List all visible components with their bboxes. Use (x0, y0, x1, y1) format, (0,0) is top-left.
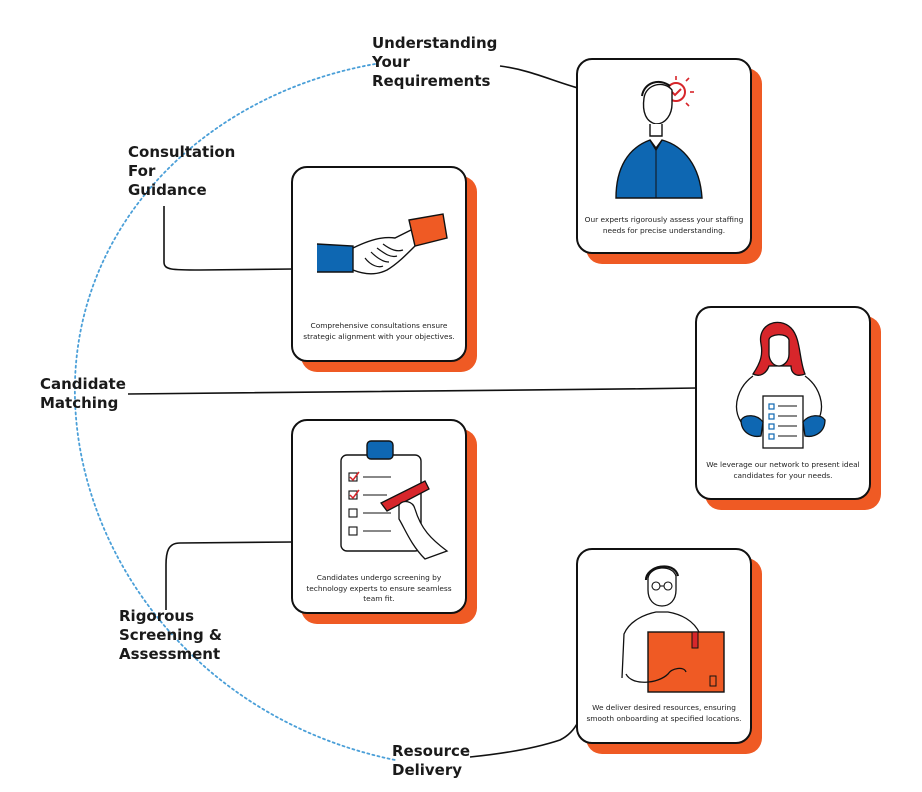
label-line: Resource (392, 742, 471, 760)
step-label-consultation: Consultation For Guidance (128, 143, 235, 200)
clipboard-checklist-icon (340, 440, 449, 560)
label-line: Understanding (372, 34, 498, 52)
card-description: Candidates undergo screening by technolo… (306, 573, 452, 603)
step-label-screening: Rigorous Screening & Assessment (119, 607, 222, 664)
label-line: Delivery (392, 761, 463, 779)
label-line: Candidate (40, 375, 126, 393)
dotted-process-arc (74, 63, 396, 761)
woman-with-checklist-icon (736, 321, 826, 449)
step-label-matching: Candidate Matching (40, 375, 126, 413)
man-carrying-box-icon (621, 565, 725, 693)
connector-consultation (163, 206, 294, 271)
card-understanding: Our experts rigorously assess your staff… (576, 58, 762, 264)
card-description: We deliver desired resources, ensuring s… (586, 703, 742, 723)
handshake-icon (316, 213, 448, 275)
connector-understanding (499, 65, 579, 89)
card-description: Our experts rigorously assess your staff… (584, 215, 744, 235)
card-delivery: We deliver desired resources, ensuring s… (576, 548, 762, 754)
person-with-target-icon (615, 76, 703, 199)
card-consultation: Comprehensive consultations ensure strat… (291, 166, 477, 372)
label-line: Requirements (372, 72, 491, 90)
connector-delivery (469, 721, 579, 758)
card-description: Comprehensive consultations ensure strat… (303, 321, 455, 341)
connector-matching (127, 387, 698, 395)
label-line: For (128, 162, 156, 180)
connector-screening (165, 541, 294, 610)
label-line: Rigorous (119, 607, 195, 625)
card-description: We leverage our network to present ideal… (706, 460, 860, 480)
label-line: Your (372, 53, 410, 71)
step-label-understanding: Understanding Your Requirements (372, 34, 497, 91)
card-matching: We leverage our network to present ideal… (695, 306, 881, 510)
label-line: Guidance (128, 181, 207, 199)
label-line: Screening & (119, 626, 222, 644)
label-line: Consultation (128, 143, 236, 161)
label-line: Assessment (119, 645, 221, 663)
label-line: Matching (40, 394, 119, 412)
card-screening: Candidates undergo screening by technolo… (291, 419, 477, 624)
step-label-delivery: Resource Delivery (392, 742, 470, 780)
